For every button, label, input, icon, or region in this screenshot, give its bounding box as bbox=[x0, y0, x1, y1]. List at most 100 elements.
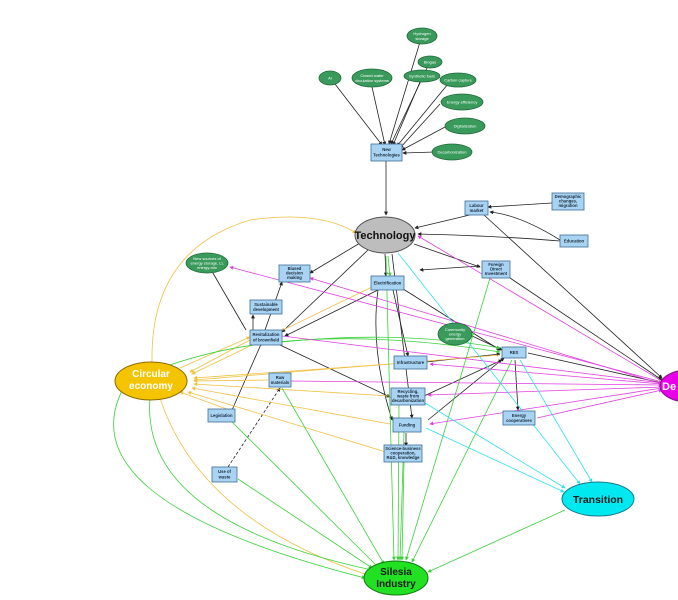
hub-silesia-label-line1: Silesia bbox=[380, 567, 412, 578]
box-shape bbox=[501, 346, 527, 359]
box-label: materials bbox=[271, 380, 290, 385]
cloud-label: Decarbonization bbox=[438, 150, 467, 155]
edge-revital-recycling bbox=[279, 344, 391, 398]
edge-circular-silesia bbox=[159, 397, 369, 576]
box-shape bbox=[551, 192, 585, 211]
edge-funding-res bbox=[427, 357, 505, 421]
cloud-hydrogen-storage: Hydrogen storage bbox=[406, 27, 438, 45]
edge-de-biased bbox=[309, 277, 663, 385]
edge-res-transition bbox=[519, 359, 593, 483]
cloud-decarbonization: Decarbonization bbox=[431, 143, 473, 161]
cloud-label: storage bbox=[415, 36, 429, 41]
cloud-shape bbox=[406, 27, 438, 45]
edge-science-circular bbox=[187, 391, 387, 453]
hub-circular-label-line2: economy bbox=[129, 381, 173, 392]
box-shape bbox=[383, 444, 423, 463]
cloud-new-energy-sources: New sources of energy storage, Li, energ… bbox=[185, 252, 229, 274]
edge-technology-electrif bbox=[383, 253, 388, 277]
edge-hydrogen-newtech bbox=[388, 41, 421, 145]
box-shape bbox=[464, 200, 489, 216]
cloud-label: Community bbox=[445, 327, 465, 332]
edge-carbon-newtech bbox=[396, 83, 449, 147]
box-shape bbox=[392, 417, 422, 433]
edge-education-labour bbox=[489, 210, 561, 241]
hub-nodes: Technology Circular economy Silesia Indu… bbox=[114, 216, 678, 596]
cloud-shape bbox=[318, 70, 342, 86]
cloud-energy-efficiency: Energy efficiency bbox=[440, 93, 484, 111]
cloud-shape bbox=[431, 143, 473, 161]
hub-silesia-industry: Silesia Industry bbox=[363, 560, 429, 596]
edge-raw-de bbox=[289, 380, 663, 387]
cloud-community-energy: Community energy generation bbox=[437, 322, 473, 346]
box-label: Biased bbox=[288, 266, 302, 271]
box-revitalization: Revitalization of brownfield bbox=[249, 329, 283, 346]
box-label: decarbonization bbox=[392, 398, 425, 403]
box-use-of-waste: Use of waste bbox=[211, 466, 238, 483]
hub-circular-shape bbox=[114, 361, 188, 401]
box-foreign-direct-investment: Foreign Direct Investment bbox=[481, 260, 511, 279]
box-labour-market: Labour market bbox=[464, 200, 489, 216]
edge-usewaste-rawmaterials bbox=[227, 387, 281, 468]
hub-de: De bbox=[659, 370, 678, 402]
cloud-shape bbox=[185, 252, 229, 274]
cloud-label: Biogas bbox=[424, 60, 436, 65]
box-education: Education bbox=[559, 234, 589, 248]
box-demographic: Demographic changes, migration bbox=[551, 192, 585, 211]
edge-funding-transition bbox=[425, 427, 565, 493]
edge-electrif-funding bbox=[375, 289, 393, 421]
box-label: Demographic bbox=[555, 194, 582, 199]
box-label: New bbox=[382, 147, 391, 152]
cloud-ai: AI bbox=[318, 70, 342, 86]
box-label: waste bbox=[218, 475, 231, 480]
edges bbox=[113, 41, 663, 580]
edge-res-de bbox=[527, 352, 663, 385]
edge-raw-circular bbox=[193, 378, 269, 383]
box-label: decision bbox=[286, 271, 303, 276]
box-shape bbox=[481, 260, 511, 279]
cloud-digitalization: Digitalization bbox=[444, 117, 486, 135]
edge-revital-de bbox=[281, 335, 663, 385]
edge-circular-silesia-inner bbox=[149, 397, 373, 572]
box-energy-cooperatives: Energy cooperatives bbox=[502, 410, 536, 426]
edge-revital-newsources bbox=[209, 267, 247, 331]
hub-technology-label: Technology bbox=[355, 230, 417, 242]
hub-transition-label: Transition bbox=[573, 494, 623, 506]
box-shape bbox=[370, 143, 403, 162]
box-legislation: Legislation bbox=[207, 408, 236, 423]
edge-technology-electrif-green bbox=[387, 255, 392, 277]
edge-fdi-de bbox=[509, 277, 663, 381]
box-label: Legislation bbox=[210, 413, 233, 418]
edge-fdi-silesia bbox=[405, 277, 491, 561]
box-label: Direct bbox=[490, 267, 502, 272]
box-label: Infrastructure bbox=[397, 360, 425, 365]
cloud-label: Carbon capture bbox=[444, 78, 472, 83]
box-label: Raw bbox=[276, 375, 285, 380]
box-label: cooperation, bbox=[390, 451, 415, 456]
edge-ai-newtech bbox=[334, 83, 383, 146]
box-shape bbox=[559, 234, 589, 248]
edge-science-silesia bbox=[400, 459, 405, 561]
box-label: Funding bbox=[399, 423, 416, 428]
box-label: Use of bbox=[218, 469, 231, 474]
box-label: development bbox=[253, 307, 279, 312]
hub-de-label: De bbox=[662, 381, 676, 393]
cloud-label: generation bbox=[446, 336, 465, 341]
cloud-label: energy storage, Li, bbox=[190, 261, 223, 266]
edge-res-silesia bbox=[411, 359, 513, 563]
box-new-technologies: New Technologies bbox=[370, 143, 403, 162]
edge-technology-biased bbox=[309, 242, 361, 274]
box-label: Technologies bbox=[373, 153, 400, 158]
hub-transition: Transition bbox=[561, 481, 635, 517]
hub-silesia-label-line2: Industry bbox=[376, 579, 416, 590]
edge-technology-revital bbox=[281, 249, 369, 333]
cloud-label: energy bbox=[449, 332, 461, 337]
box-label: migration bbox=[558, 203, 578, 208]
edge-de-funding bbox=[429, 387, 663, 426]
box-shape bbox=[249, 329, 283, 346]
edge-recycling-circular bbox=[193, 382, 391, 397]
cloud-closed-water: Closed water circulation systems bbox=[351, 68, 393, 88]
box-shape bbox=[249, 299, 283, 315]
cloud-biogas: Biogas bbox=[417, 55, 443, 69]
